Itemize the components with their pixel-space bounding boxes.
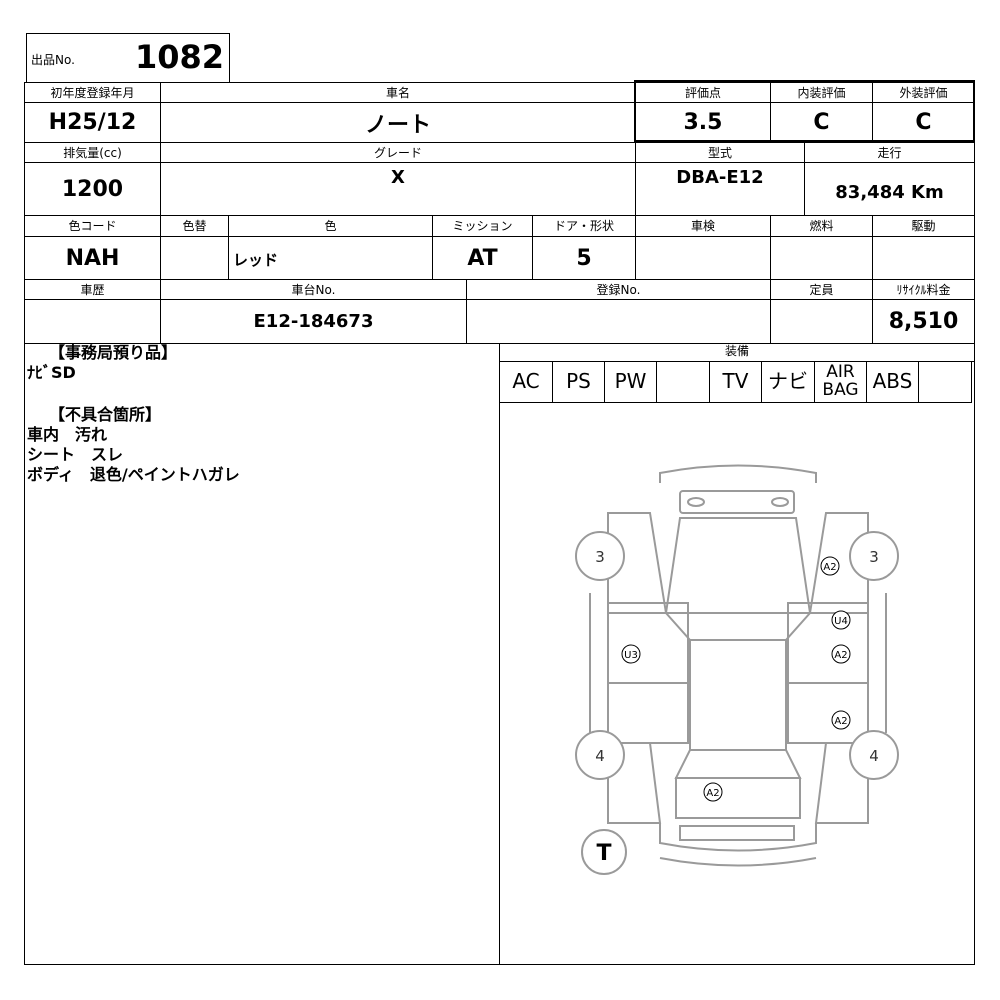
year-label: 初年度登録年月 — [24, 82, 161, 103]
wheel-rr-label: 4 — [869, 747, 879, 765]
displacement-label: 排気量(cc) — [24, 142, 161, 163]
wheel-front-left — [575, 531, 625, 581]
model-label: 型式 — [635, 142, 805, 163]
mission-value: AT — [432, 236, 533, 280]
color-code-label: 色コード — [24, 215, 161, 237]
lot-box: 出品No. 1082 — [26, 33, 230, 83]
mission-label: ミッション — [432, 215, 533, 237]
color-code-value: NAH — [24, 236, 161, 280]
equipment-ac: AC — [500, 361, 553, 403]
mileage-value: 83,484 Km — [804, 162, 975, 216]
grade-value: X — [391, 167, 405, 188]
capacity-label: 定員 — [770, 279, 873, 300]
damage-mark — [621, 644, 641, 664]
fuel-label: 燃料 — [770, 215, 873, 237]
color-label: 色 — [228, 215, 433, 237]
damage-mark — [831, 710, 851, 730]
equipment-navi: ナビ — [762, 361, 815, 403]
recycle-value: 8,510 — [872, 299, 975, 344]
wheel-rl-label: 4 — [595, 747, 605, 765]
office-item: ﾅﾋﾞSD — [27, 363, 76, 382]
history-label: 車歴 — [24, 279, 161, 300]
equipment-empty-1 — [657, 361, 710, 403]
drive-value — [872, 236, 975, 280]
repaint-value — [160, 236, 229, 280]
damage-mark — [820, 556, 840, 576]
year-value: H25/12 — [24, 102, 161, 143]
capacity-value — [770, 299, 873, 344]
equipment-empty-2 — [919, 361, 972, 403]
spare-tire-icon — [581, 829, 627, 875]
equipment-pw: PW — [605, 361, 657, 403]
model-value: DBA-E12 — [676, 167, 764, 188]
equipment-tv: TV — [710, 361, 762, 403]
name-label: 車名 — [160, 82, 636, 103]
equipment-label: 装備 — [499, 343, 975, 362]
equipment-abs: ABS — [867, 361, 919, 403]
door-label: ドア・形状 — [532, 215, 636, 237]
door-value: 5 — [532, 236, 636, 280]
chassis-label: 車台No. — [160, 279, 467, 300]
equipment-ps: PS — [553, 361, 605, 403]
drive-label: 駆動 — [872, 215, 975, 237]
equipment-airbag: AIR BAG — [815, 361, 867, 403]
damage-mark-label: A2 — [834, 650, 847, 661]
recycle-label: ﾘｻｲｸﾙ料金 — [872, 279, 975, 300]
damage-mark-label: U3 — [624, 650, 638, 661]
reg-value — [466, 299, 771, 344]
lot-label: 出品No. — [31, 53, 75, 67]
defect-heading: 【不具合箇所】 — [49, 405, 162, 424]
history-value — [24, 299, 161, 344]
defect-item: シート スレ — [27, 445, 124, 464]
damage-mark-label: A2 — [706, 788, 719, 799]
damage-mark-label: A2 — [823, 562, 836, 573]
damage-mark-label: U4 — [834, 616, 848, 627]
inspection-value — [635, 236, 771, 280]
reg-label: 登録No. — [466, 279, 771, 300]
wheel-rear-right — [849, 730, 899, 780]
defect-item: ボディ 退色/ペイントハガレ — [27, 465, 240, 484]
name-value: ノート — [160, 102, 636, 143]
damage-mark-label: A2 — [834, 716, 847, 727]
wheel-rear-left — [575, 730, 625, 780]
wheel-fr-label: 3 — [869, 548, 879, 566]
car-diagram: 3 3 4 4 T A2 U4 A2 U3 A2 A2 — [575, 464, 899, 875]
inspection-label: 車検 — [635, 215, 771, 237]
color-cell: レッド — [228, 236, 433, 280]
equipment-row — [499, 361, 972, 403]
notes-panel: 【事務局預り品】 ﾅﾋﾞSD 【不具合箇所】 車内 汚れ シート スレ ボディ … — [27, 343, 497, 485]
repaint-label: 色替 — [160, 215, 229, 237]
defect-item: 車内 汚れ — [27, 425, 108, 444]
score-frame — [634, 80, 975, 142]
displacement-value: 1200 — [24, 162, 161, 216]
bottom-divider — [499, 343, 500, 965]
damage-mark — [831, 610, 851, 630]
chassis-value: E12-184673 — [160, 299, 467, 344]
wheel-front-right — [849, 531, 899, 581]
lot-number: 1082 — [135, 38, 225, 76]
fuel-value — [770, 236, 873, 280]
grille — [679, 490, 795, 514]
mileage-label: 走行 — [804, 142, 975, 163]
grade-cell: X — [160, 162, 636, 216]
damage-mark — [831, 644, 851, 664]
damage-mark — [703, 782, 723, 802]
model-cell: DBA-E12 — [635, 162, 805, 216]
office-heading: 【事務局預り品】 — [49, 343, 178, 362]
wheel-fl-label: 3 — [595, 548, 605, 566]
spare-tire-label: T — [596, 841, 611, 866]
grade-label: グレード — [160, 142, 636, 163]
color-value: レッド — [233, 251, 279, 269]
